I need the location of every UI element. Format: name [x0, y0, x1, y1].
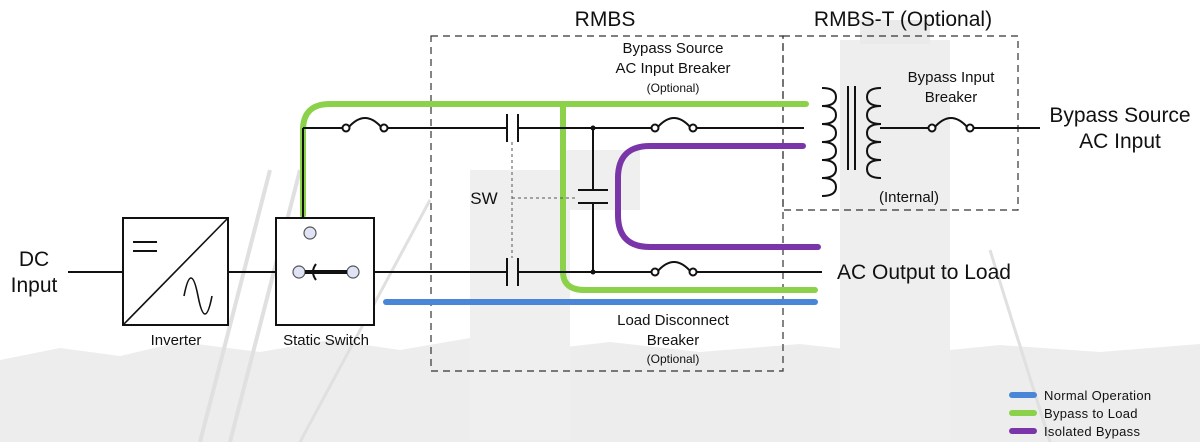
legend-label-normal: Normal Operation — [1044, 388, 1151, 403]
isolated-bypass-path — [615, 143, 821, 250]
inverter-box — [122, 217, 229, 326]
dc-input-label-1: DC — [19, 248, 49, 271]
static-switch-terminal-left — [292, 265, 306, 279]
static-bypass-breaker — [341, 117, 389, 133]
static-switch-terminal-top — [303, 226, 317, 240]
load-disconnect-label-1: Load Disconnect — [617, 312, 730, 329]
junction-dots — [590, 125, 596, 275]
inverter-label: Inverter — [151, 332, 202, 349]
bypass-input-breaker-label-2: Breaker — [925, 89, 978, 106]
dc-input-label-2: Input — [11, 274, 58, 297]
bypass-source-breaker-note: (Optional) — [647, 81, 700, 95]
transformer-icon — [821, 86, 882, 197]
legend-label-isolated: Isolated Bypass — [1044, 424, 1140, 439]
bypass-input-breaker-symbol — [927, 117, 975, 133]
bypass-source-breaker-label-2: AC Input Breaker — [615, 60, 730, 77]
load-disconnect-note: (Optional) — [647, 352, 700, 366]
static-switch-label: Static Switch — [283, 332, 369, 349]
internal-note: (Internal) — [879, 189, 939, 206]
load-disconnect-label-2: Breaker — [647, 332, 700, 349]
bypass-source-ac-input-label-1: Bypass Source — [1049, 104, 1190, 127]
bypass-source-ac-input-label-2: AC Input — [1079, 130, 1161, 153]
ac-output-label: AC Output to Load — [837, 261, 1011, 284]
rmbs-title: RMBS — [575, 8, 636, 31]
bypass-source-breaker-label-1: Bypass Source — [623, 40, 724, 57]
wiring — [68, 114, 1040, 286]
sw-dashed-link — [511, 142, 575, 258]
bypass-source-ac-input-breaker-symbol — [650, 117, 698, 133]
static-switch-box — [275, 217, 375, 326]
sw-label: SW — [470, 189, 497, 208]
bypass-input-breaker-label-1: Bypass Input — [908, 69, 996, 86]
legend: Normal Operation Bypass to Load Isolated… — [1009, 388, 1151, 439]
load-disconnect-breaker-symbol — [650, 261, 698, 277]
static-switch-terminal-right — [346, 265, 360, 279]
legend-label-bypass: Bypass to Load — [1044, 406, 1138, 421]
rmbs-t-title: RMBS-T (Optional) — [814, 8, 992, 31]
